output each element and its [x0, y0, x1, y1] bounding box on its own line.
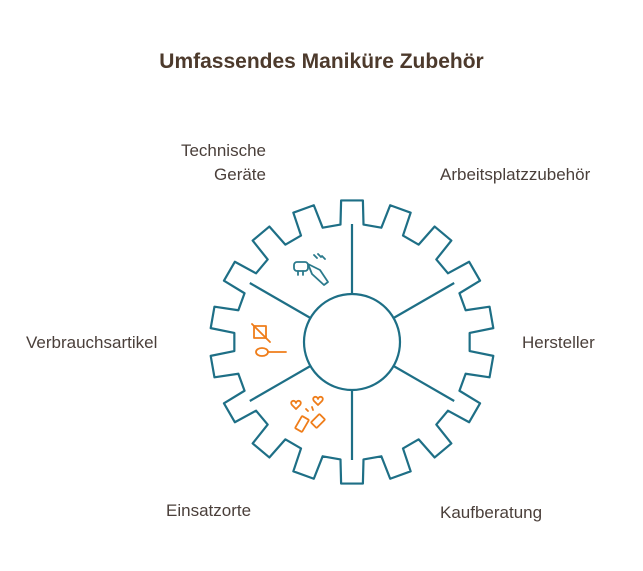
- nail-polish-hearts-icon: [290, 395, 326, 433]
- page-title: Umfassendes Maniküre Zubehör: [159, 50, 484, 73]
- label-technische-geraete-line1: Technische: [180, 141, 266, 160]
- nail-drill-icon: [293, 253, 329, 286]
- label-arbeitsplatzzubehoer: Arbeitsplatzzubehör: [440, 165, 591, 184]
- spoke-upper-right: [393, 282, 455, 319]
- spoke-upper-left: [249, 282, 311, 319]
- label-technische-geraete: Technische Geräte: [140, 139, 266, 187]
- spoke-lower-left: [249, 365, 311, 402]
- label-verbrauchsartikel: Verbrauchsartikel: [26, 333, 158, 352]
- label-technische-geraete-line2: Geräte: [214, 165, 266, 184]
- gear-outline: [209, 199, 495, 485]
- label-hersteller: Hersteller: [522, 333, 595, 352]
- spoke-lower-right: [393, 365, 455, 402]
- label-kaufberatung: Kaufberatung: [440, 503, 543, 522]
- gear-hub: [302, 292, 402, 392]
- no-spatula-icon: [251, 323, 287, 357]
- label-einsatzorte: Einsatzorte: [166, 501, 252, 520]
